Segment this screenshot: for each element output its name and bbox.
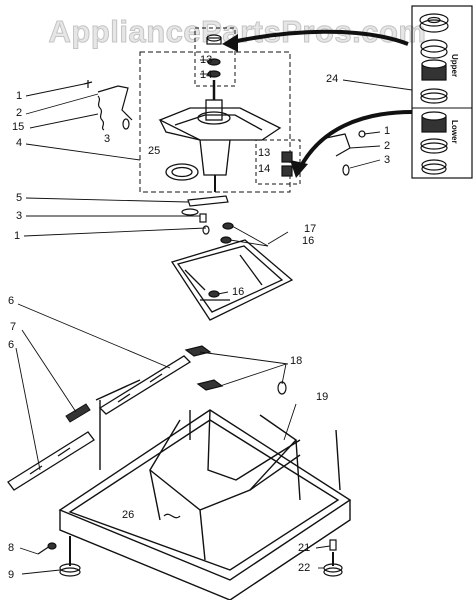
bracket-right	[281, 130, 366, 177]
callout-6b: 6	[8, 339, 15, 351]
pads-16	[208, 222, 234, 298]
clip-26	[163, 513, 181, 519]
callout-13a: 13	[200, 54, 213, 66]
spindle-top	[206, 34, 222, 100]
callout-3b: 3	[16, 210, 23, 222]
dashed-box-right	[255, 139, 301, 185]
callout-15: 15	[12, 121, 25, 133]
callout-2a: 2	[16, 107, 23, 119]
callout-3c: 3	[384, 154, 391, 166]
foot-right	[323, 539, 343, 577]
callout-6a: 6	[8, 295, 15, 307]
callout-26: 26	[122, 509, 135, 521]
arrow-lower-head	[290, 160, 308, 178]
callout-21: 21	[298, 542, 311, 554]
callout-2b: 2	[384, 140, 391, 152]
gearcase-assembly	[158, 99, 282, 192]
callout-19: 19	[316, 391, 329, 403]
callout-3a: 3	[104, 133, 111, 145]
inset-lower-label: Lower	[450, 120, 459, 144]
callout-18: 18	[290, 355, 303, 367]
callout-25: 25	[148, 145, 161, 157]
pad-7	[65, 403, 91, 423]
foot-left	[37, 536, 81, 577]
callout-4: 4	[16, 137, 23, 149]
callout-9: 9	[8, 569, 15, 581]
inset-box	[411, 5, 473, 179]
arrow-lower	[298, 110, 413, 169]
upper-bearings	[419, 13, 449, 104]
arrow-upper-head	[222, 34, 238, 52]
ring-25	[165, 163, 199, 181]
leader-lines	[15, 59, 413, 575]
callout-14b: 14	[258, 163, 271, 175]
callout-17: 17	[304, 223, 317, 235]
callout-14a: 14	[200, 69, 213, 81]
callout-5: 5	[16, 192, 23, 204]
callout-1a: 1	[16, 90, 23, 102]
bar-6-lower	[7, 431, 95, 491]
callout-7: 7	[10, 321, 17, 333]
arrow-upper	[231, 29, 409, 46]
pads-18	[184, 345, 287, 395]
callout-16a: 16	[302, 235, 315, 247]
callout-1b: 1	[14, 230, 21, 242]
frame-19	[58, 379, 352, 600]
plate-17	[170, 239, 294, 321]
bar-6-top	[98, 355, 192, 415]
callout-1c: 1	[384, 125, 391, 137]
callout-8: 8	[8, 542, 15, 554]
callout-16b: 16	[232, 286, 245, 298]
lower-bearings	[420, 111, 448, 175]
callout-24: 24	[326, 73, 339, 85]
bracket-left	[83, 80, 133, 131]
callout-13b: 13	[258, 147, 271, 159]
clamp-5	[181, 195, 229, 235]
inset-upper-label: Upper	[450, 54, 459, 78]
callout-22: 22	[298, 562, 311, 574]
